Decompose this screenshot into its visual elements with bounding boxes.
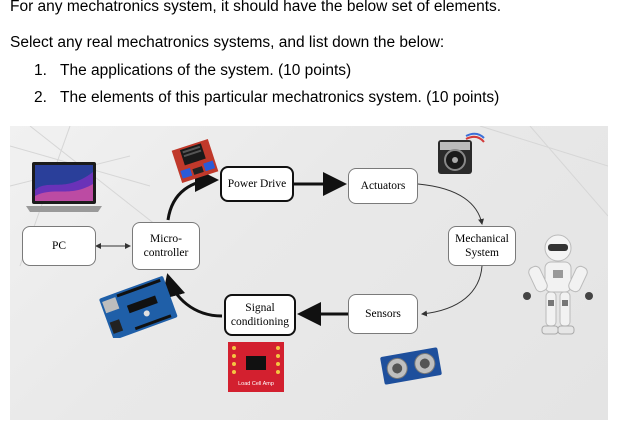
mechanical-label-line1: Mechanical bbox=[455, 232, 509, 245]
sensors-label: Sensors bbox=[365, 307, 401, 320]
question-instruction: Select any real mechatronics systems, an… bbox=[10, 34, 445, 51]
micro-label-line1: Micro- bbox=[150, 232, 182, 245]
arduino-board-icon bbox=[99, 276, 178, 338]
stepper-motor-icon bbox=[438, 132, 485, 174]
mechatronics-diagram: PC Micro- controller Power Drive Actuato… bbox=[10, 126, 608, 420]
question-item-1: 1. The applications of the system. (10 po… bbox=[34, 62, 351, 80]
micro-label-line2: controller bbox=[143, 247, 189, 259]
micro-to-power-arrow bbox=[166, 168, 219, 221]
sensors-node: Sensors bbox=[348, 294, 418, 334]
signal-label-line2: conditioning bbox=[230, 316, 290, 328]
actuators-label: Actuators bbox=[360, 179, 406, 192]
actuators-node: Actuators bbox=[348, 168, 418, 204]
item-text: The elements of this particular mechatro… bbox=[60, 89, 500, 106]
ultrasonic-sensor-icon bbox=[380, 347, 442, 385]
mech-to-sensors-arrow bbox=[421, 265, 483, 317]
question-item-2: 2. The elements of this particular mechat… bbox=[34, 89, 499, 107]
laptop-icon bbox=[26, 162, 102, 212]
signal-label-line1: Signal bbox=[245, 301, 275, 314]
item-text: The applications of the system. (10 poin… bbox=[60, 62, 352, 79]
item-number: 2. bbox=[34, 89, 47, 106]
loadcell-amplifier-board: Load Cell Amp bbox=[228, 342, 284, 392]
humanoid-robot-icon bbox=[523, 234, 593, 335]
mechanical-label-line2: System bbox=[465, 247, 499, 259]
motor-driver-board-icon bbox=[171, 138, 219, 184]
question-intro: For any mechatronics system, it should h… bbox=[10, 0, 502, 15]
pc-node: PC bbox=[22, 226, 96, 266]
item-number: 1. bbox=[34, 62, 47, 79]
microcontroller-node: Micro- controller bbox=[132, 222, 200, 270]
signal-to-micro-arrow bbox=[161, 273, 223, 318]
pc-label: PC bbox=[51, 239, 67, 252]
actuators-to-mech-arrow bbox=[417, 183, 484, 225]
loadcell-label: Load Cell Amp bbox=[238, 381, 274, 387]
mechanical-system-node: Mechanical System bbox=[448, 226, 516, 266]
signal-conditioning-node: Signal conditioning bbox=[224, 294, 296, 336]
power-drive-label: Power Drive bbox=[227, 177, 287, 190]
loadcell-amplifier-icon bbox=[228, 342, 284, 392]
power-drive-node: Power Drive bbox=[220, 166, 294, 202]
